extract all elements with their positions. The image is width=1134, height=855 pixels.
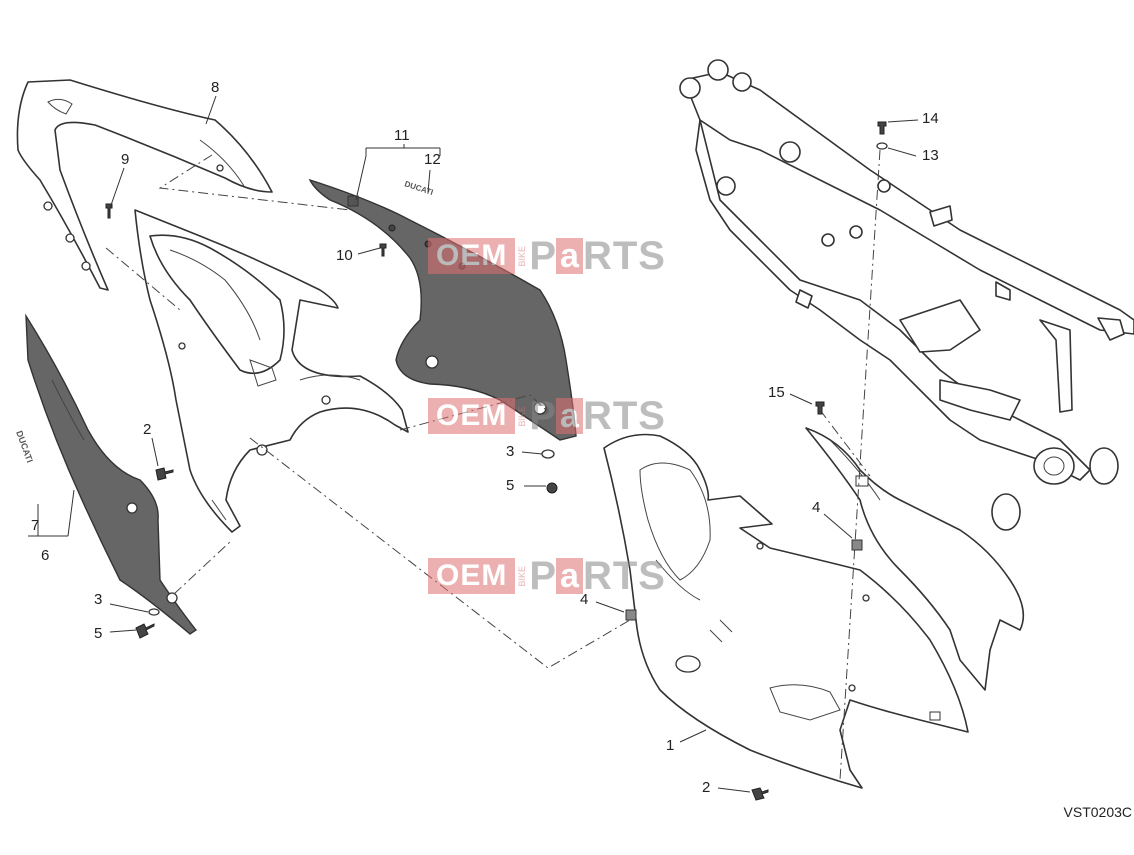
fasteners [105,121,888,801]
callout-3-left: 3 [94,591,103,608]
callout-13: 13 [922,147,939,164]
ducati-decal-part-7: DUCATI [14,429,35,464]
rear-frame [679,59,1134,531]
screw-part-2-right [751,787,769,801]
screw-part-5-right [546,482,558,494]
ducati-decal-part-12: DUCATI [403,179,434,197]
callout-12: 12 [424,151,441,168]
left-side-panel-part-6 [25,313,198,635]
callout-5-left: 5 [94,625,103,642]
frame-bracket [805,427,1025,691]
washer-part-3-right [541,449,555,459]
callout-14: 14 [922,110,939,127]
clip-part-4-right [851,539,863,551]
grab-handle-part-8 [16,79,273,291]
callout-4-right: 4 [812,499,821,516]
washer-part-13 [876,142,888,150]
callout-6: 6 [41,547,50,564]
tail-cover-part-1 [603,433,969,789]
callout-15: 15 [768,384,785,401]
callout-2-left: 2 [143,421,152,438]
screw-part-5-left [135,623,155,639]
screw-part-2-left [155,467,174,481]
assembly-lines [105,149,881,781]
tail-subframe-cover [134,209,409,533]
callout-8: 8 [211,79,220,96]
screw-part-14 [877,121,887,135]
callout-9: 9 [121,151,130,168]
washer-part-3-left [148,608,160,616]
callout-1: 1 [666,737,675,754]
callout-2-right: 2 [702,779,711,796]
leader-lines [28,95,919,793]
callout-4-left: 4 [580,591,589,608]
callout-7: 7 [31,517,40,534]
callout-11: 11 [394,127,410,144]
screw-part-10 [379,243,387,257]
callout-5-right: 5 [506,477,515,494]
callout-10: 10 [336,247,353,264]
callout-3-right: 3 [506,443,515,460]
clip-part-4-left [625,609,637,621]
drawing-code: VST0203C [1063,804,1132,820]
screw-part-15 [815,401,825,415]
